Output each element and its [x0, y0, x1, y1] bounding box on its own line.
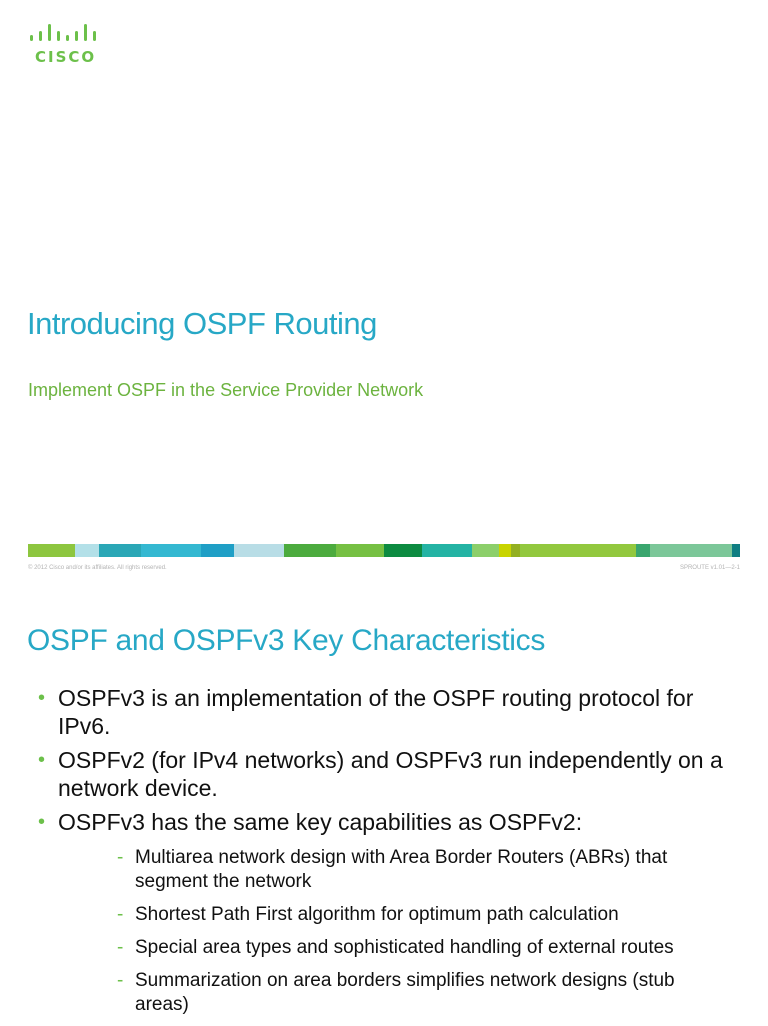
color-bar-segment: [28, 544, 75, 557]
sub-bullet-item: - Summarization on area borders simplifi…: [58, 969, 750, 1017]
course-id-text: SPROUTE v1.01—2-1: [679, 565, 740, 571]
bullet-text: OSPFv3 is an implementation of the OSPF …: [58, 685, 694, 739]
bullet-item: • OSPFv3 is an implementation of the OSP…: [0, 684, 768, 740]
color-bar-segment: [498, 544, 511, 557]
bullet-dot-icon: •: [38, 687, 46, 709]
color-bar-segment: [336, 544, 384, 557]
cisco-logo: CISCO: [30, 24, 102, 68]
bullet-item: • OSPFv3 has the same key capabilities a…: [0, 808, 768, 1017]
bullet-dot-icon: •: [38, 749, 46, 771]
copyright-text: © 2012 Cisco and/or its affiliates. All …: [28, 565, 167, 571]
color-bar-segment: [636, 544, 651, 557]
cisco-wordmark: CISCO: [35, 48, 97, 66]
color-bar-segment: [98, 544, 141, 557]
sub-bullet-list: - Multiarea network design with Area Bor…: [58, 846, 750, 1017]
bullet-list: • OSPFv3 is an implementation of the OSP…: [0, 684, 768, 1026]
dash-icon: -: [117, 937, 124, 958]
color-bar-segment: [200, 544, 235, 557]
sub-bullet-text: Shortest Path First algorithm for optimu…: [135, 904, 619, 925]
color-bar-segment: [284, 544, 337, 557]
color-bar-segment: [384, 544, 422, 557]
color-bar-segment: [519, 544, 637, 557]
color-bar-segment: [650, 544, 732, 557]
color-bar-segment: [234, 544, 285, 557]
color-bar: [28, 544, 740, 557]
color-bar-segment: [74, 544, 99, 557]
color-bar-segment: [421, 544, 472, 557]
bullet-text: OSPFv3 has the same key capabilities as …: [58, 809, 583, 835]
cisco-bridge-bars-icon: [30, 24, 96, 41]
sub-bullet-text: Multiarea network design with Area Borde…: [135, 847, 668, 892]
bullet-text: OSPFv2 (for IPv4 networks) and OSPFv3 ru…: [58, 747, 723, 801]
bullet-item: • OSPFv2 (for IPv4 networks) and OSPFv3 …: [0, 746, 768, 802]
color-bar-segment: [140, 544, 201, 557]
sub-bullet-text: Summarization on area borders simplifies…: [135, 970, 675, 1015]
sub-bullet-item: - Multiarea network design with Area Bor…: [58, 846, 750, 894]
color-bar-segment: [471, 544, 499, 557]
slide-title: Introducing OSPF Routing: [27, 306, 377, 341]
dash-icon: -: [117, 904, 124, 925]
dash-icon: -: [117, 847, 124, 868]
sub-bullet-item: - Shortest Path First algorithm for opti…: [58, 903, 750, 927]
color-bar-segment: [510, 544, 520, 557]
bullet-dot-icon: •: [38, 811, 46, 833]
sub-bullet-item: - Special area types and sophisticated h…: [58, 936, 750, 960]
slide-subtitle: Implement OSPF in the Service Provider N…: [28, 380, 424, 400]
dash-icon: -: [117, 970, 124, 991]
color-bar-segment: [732, 544, 740, 557]
slide-title-2: OSPF and OSPFv3 Key Characteristics: [27, 624, 546, 657]
sub-bullet-text: Special area types and sophisticated han…: [135, 937, 674, 958]
